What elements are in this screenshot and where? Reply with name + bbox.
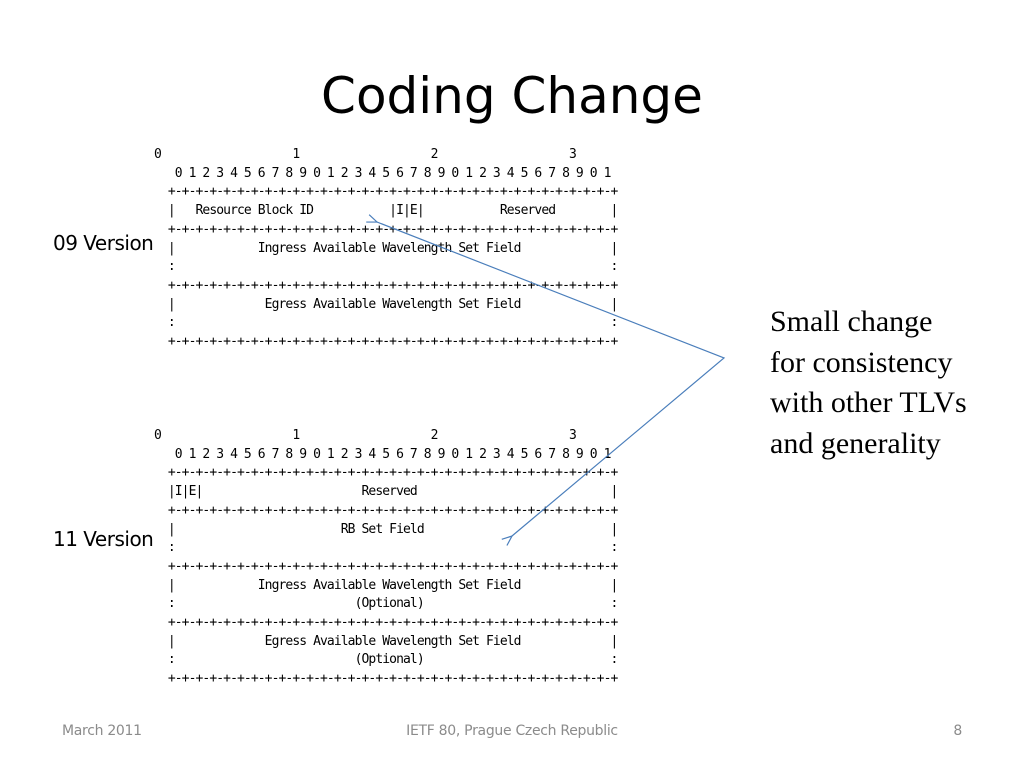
diagram-line: 0 1 2 3 4 5 6 7 8 9 0 1 2 3 4 5 6 7 8 9 … bbox=[154, 165, 612, 181]
footer-page-number: 8 bbox=[953, 723, 962, 739]
note-line: and generality bbox=[770, 426, 941, 460]
diagram-line: +-+-+-+-+-+-+-+-+-+-+-+-+-+-+-+-+-+-+-+-… bbox=[154, 558, 619, 574]
diagram-line: : : bbox=[154, 315, 619, 331]
diagram-line: | Egress Available Wavelength Set Field … bbox=[154, 633, 619, 649]
note-line: with other TLVs bbox=[770, 386, 967, 419]
diagram-line: | Ingress Available Wavelength Set Field… bbox=[154, 577, 619, 593]
diagram-line: : : bbox=[154, 259, 619, 275]
footer-event: IETF 80, Prague Czech Republic bbox=[406, 723, 618, 739]
slide-title: Coding Change bbox=[321, 67, 703, 125]
change-note: Small change for consistency with other … bbox=[770, 302, 967, 464]
version-11-label: 11 Version bbox=[53, 527, 154, 551]
diagram-line: : (Optional) : bbox=[154, 596, 619, 612]
note-line: Small change bbox=[770, 305, 933, 338]
diagram-line: : : bbox=[154, 540, 619, 556]
diagram-line: 0 1 2 3 bbox=[154, 147, 577, 162]
note-line: for consistency bbox=[770, 345, 953, 379]
diagram-line: +-+-+-+-+-+-+-+-+-+-+-+-+-+-+-+-+-+-+-+-… bbox=[154, 671, 619, 687]
diagram-line: : (Optional) : bbox=[154, 652, 619, 668]
diagram-line: +-+-+-+-+-+-+-+-+-+-+-+-+-+-+-+-+-+-+-+-… bbox=[154, 615, 619, 631]
connector-arrow bbox=[377, 222, 726, 536]
version-09-label: 09 Version bbox=[53, 231, 154, 255]
footer-date: March 2011 bbox=[62, 723, 142, 739]
diagram-line: +-+-+-+-+-+-+-+-+-+-+-+-+-+-+-+-+-+-+-+-… bbox=[154, 184, 619, 200]
